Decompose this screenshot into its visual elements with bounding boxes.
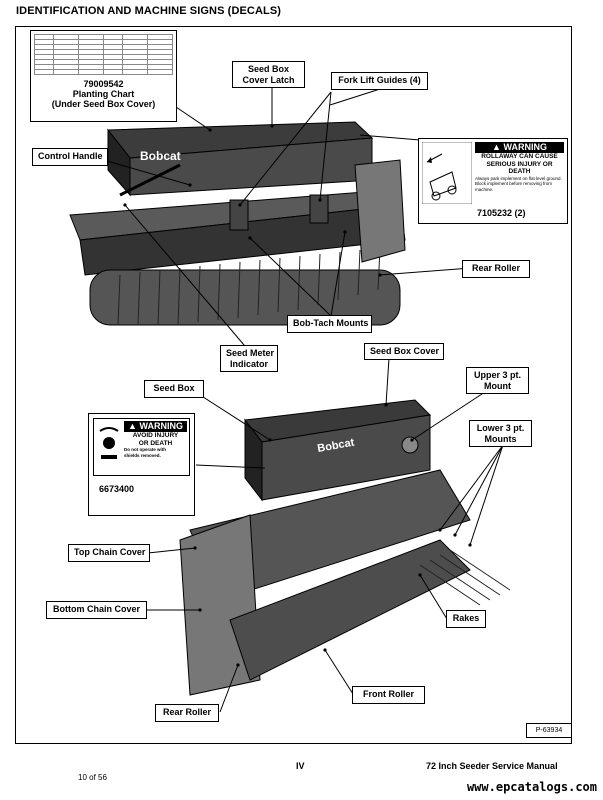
page-count: 10 of 56 bbox=[78, 773, 107, 782]
callout-seed-meter-indicator: Seed Meter Indicator bbox=[220, 345, 278, 372]
callout-rear-roller-top: Rear Roller bbox=[462, 260, 530, 278]
callout-upper-mount: Upper 3 pt. Mount bbox=[466, 367, 529, 394]
callout-top-chain-cover: Top Chain Cover bbox=[68, 544, 150, 562]
planting-chart-table bbox=[33, 34, 173, 75]
shields-warning-heading: ▲ WARNING bbox=[124, 421, 187, 432]
shields-part-number: 6673400 bbox=[99, 484, 135, 494]
page-title: IDENTIFICATION AND MACHINE SIGNS (DECALS… bbox=[16, 5, 282, 17]
brand-decal-top: Bobcat bbox=[140, 149, 181, 163]
shields-line-3: Do not operate with bbox=[124, 447, 166, 452]
callout-rear-roller-bottom: Rear Roller bbox=[155, 704, 219, 722]
seeder-top-illustration bbox=[69, 121, 406, 326]
callout-bottom-chain-cover: Bottom Chain Cover bbox=[46, 601, 147, 619]
website-link[interactable]: www.epcatalogs.com bbox=[466, 780, 597, 794]
rollaway-bullet-1: Always park implement on flat level grou… bbox=[475, 175, 562, 181]
callout-seed-box-cover-latch: Seed Box Cover Latch bbox=[232, 61, 305, 88]
rollaway-warning-heading: ▲ WARNING bbox=[475, 142, 564, 153]
rollaway-line-1: ROLLAWAY CAN CAUSE bbox=[481, 153, 558, 160]
shields-line-1: AVOID INJURY bbox=[132, 432, 179, 439]
rear-roller-top bbox=[89, 269, 401, 326]
manual-title: 72 Inch Seeder Service Manual bbox=[426, 761, 558, 771]
entanglement-pictogram bbox=[96, 421, 122, 473]
rollaway-pictogram bbox=[422, 142, 472, 204]
callout-control-handle: Control Handle bbox=[32, 148, 108, 166]
seeder-bottom-illustration bbox=[179, 399, 511, 696]
rollaway-bullet-2: Block implement before removing from mac… bbox=[475, 181, 553, 192]
rollaway-warning-decal: ▲ WARNING ROLLAWAY CAN CAUSE SERIOUS INJ… bbox=[418, 138, 568, 224]
shields-warning-decal: ▲ WARNING AVOID INJURY OR DEATH Do not o… bbox=[88, 413, 195, 516]
planting-chart-part-number: 79009542 bbox=[83, 79, 124, 89]
figure-frame bbox=[15, 26, 572, 744]
callout-fork-lift-guides: Fork Lift Guides (4) bbox=[331, 72, 428, 90]
callout-seed-box: Seed Box bbox=[144, 380, 204, 398]
callout-seed-box-cover: Seed Box Cover bbox=[364, 343, 444, 360]
callout-rakes: Rakes bbox=[446, 610, 486, 628]
shields-line-2: OR DEATH bbox=[138, 439, 173, 447]
planting-chart-caption-1: Planting Chart bbox=[72, 89, 135, 99]
planting-chart-caption-2: (Under Seed Box Cover) bbox=[51, 99, 156, 109]
figure-reference: P-63934 bbox=[526, 723, 572, 738]
planting-chart-decal: 79009542 Planting Chart (Under Seed Box … bbox=[30, 30, 177, 122]
page-roman-numeral: IV bbox=[296, 761, 305, 771]
shields-line-4: shields removed. bbox=[124, 452, 161, 458]
callout-front-roller: Front Roller bbox=[352, 686, 425, 704]
callout-bob-tach-mounts: Bob-Tach Mounts bbox=[287, 315, 372, 333]
rollaway-line-3: DEATH bbox=[508, 168, 531, 175]
rollaway-part-number: 7105232 (2) bbox=[477, 208, 526, 218]
callout-lower-mounts: Lower 3 pt. Mounts bbox=[469, 420, 532, 447]
rollaway-line-2: SERIOUS INJURY OR bbox=[486, 160, 553, 168]
